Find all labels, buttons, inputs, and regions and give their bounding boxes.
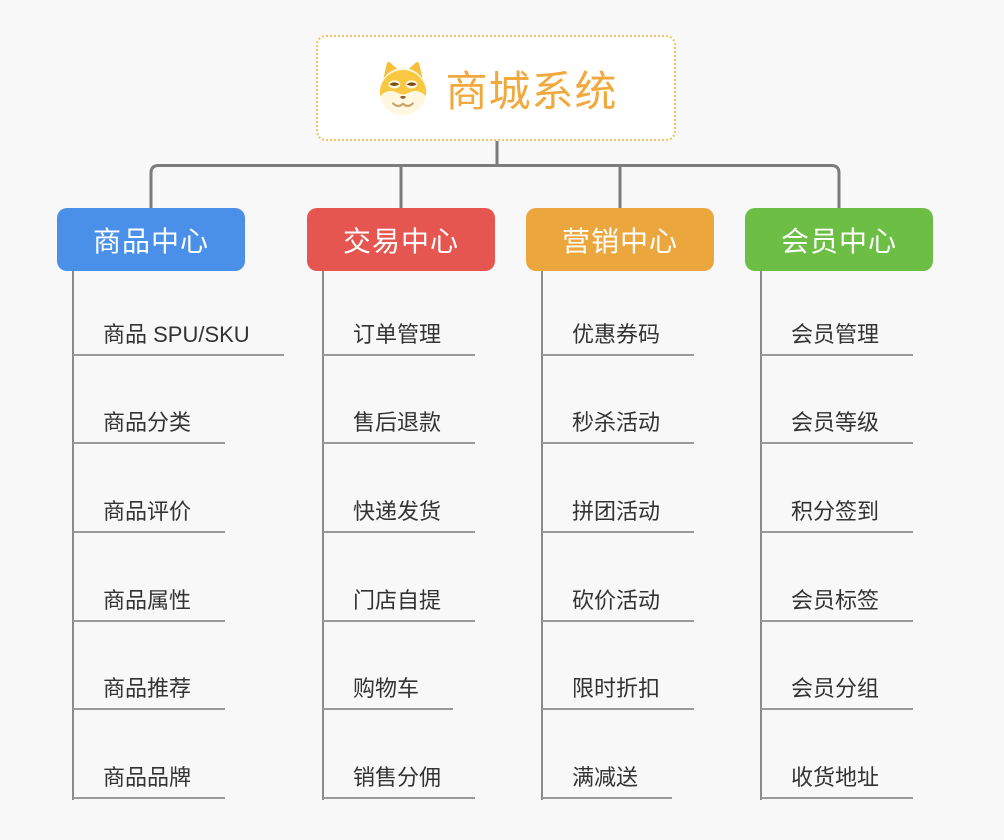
mindmap-item[interactable]: 商品品牌 bbox=[73, 763, 226, 799]
dog-mouth bbox=[392, 102, 415, 108]
mindmap-item[interactable]: 销售分佣 bbox=[323, 763, 476, 799]
dog-eye-right bbox=[407, 82, 418, 86]
mindmap-item[interactable]: 满减送 bbox=[542, 763, 673, 799]
mindmap-item[interactable]: 商品推荐 bbox=[73, 674, 226, 710]
dog-nose bbox=[400, 95, 407, 99]
branch-header-member-center[interactable]: 会员中心 bbox=[745, 208, 933, 271]
branch-product-center: 商品中心 商品 SPU/SKU 商品分类商品评价商品属性商品推荐商品品牌 bbox=[57, 208, 307, 840]
mindmap-item[interactable]: 积分签到 bbox=[761, 497, 914, 533]
branch-header-product-center[interactable]: 商品中心 bbox=[57, 208, 245, 271]
branch-vertical-line bbox=[72, 271, 74, 800]
branch-header-marketing-center[interactable]: 营销中心 bbox=[526, 208, 714, 271]
branch-trade-center: 交易中心 订单管理售后退款快递发货门店自提购物车销售分佣 bbox=[307, 208, 557, 840]
branch-member-center: 会员中心 会员管理会员等级积分签到会员标签会员分组收货地址 bbox=[745, 208, 995, 840]
branch-trunk-line bbox=[149, 164, 841, 208]
branch-vertical-line bbox=[760, 271, 762, 800]
shiba-dog-icon bbox=[380, 61, 427, 116]
mindmap-item[interactable]: 售后退款 bbox=[323, 408, 476, 444]
mindmap-item[interactable]: 会员标签 bbox=[761, 586, 914, 622]
root-title: 商城系统 bbox=[445, 67, 618, 115]
mindmap-item[interactable]: 拼团活动 bbox=[542, 497, 695, 533]
mindmap-item[interactable]: 会员等级 bbox=[761, 408, 914, 444]
mindmap-item[interactable]: 限时折扣 bbox=[542, 674, 695, 710]
mindmap-item[interactable]: 订单管理 bbox=[323, 320, 476, 356]
mindmap-item[interactable]: 秒杀活动 bbox=[542, 408, 695, 444]
branch-vertical-line bbox=[541, 271, 543, 800]
mindmap-item[interactable]: 优惠券码 bbox=[542, 320, 695, 356]
mindmap-item[interactable]: 购物车 bbox=[323, 674, 454, 710]
mindmap-item[interactable]: 商品属性 bbox=[73, 586, 226, 622]
dog-fur-top bbox=[380, 70, 427, 97]
root-node[interactable]: 商城系统 bbox=[316, 35, 676, 141]
dog-eye-left bbox=[389, 82, 400, 86]
mindmap-item[interactable]: 会员分组 bbox=[761, 674, 914, 710]
mindmap-item[interactable]: 砍价活动 bbox=[542, 586, 695, 622]
branch-header-trade-center[interactable]: 交易中心 bbox=[307, 208, 495, 271]
branch-marketing-center: 营销中心 优惠券码秒杀活动拼团活动砍价活动限时折扣满减送 bbox=[526, 208, 776, 840]
mindmap-item[interactable]: 收货地址 bbox=[761, 763, 914, 799]
mindmap-item[interactable]: 门店自提 bbox=[323, 586, 476, 622]
mindmap-item[interactable]: 商品分类 bbox=[73, 408, 226, 444]
mindmap-item[interactable]: 会员管理 bbox=[761, 320, 914, 356]
branch-vertical-line bbox=[322, 271, 324, 800]
mindmap-item[interactable]: 商品评价 bbox=[73, 497, 226, 533]
mindmap-item[interactable]: 快递发货 bbox=[323, 497, 476, 533]
mindmap-item[interactable]: 商品 SPU/SKU bbox=[73, 320, 284, 356]
